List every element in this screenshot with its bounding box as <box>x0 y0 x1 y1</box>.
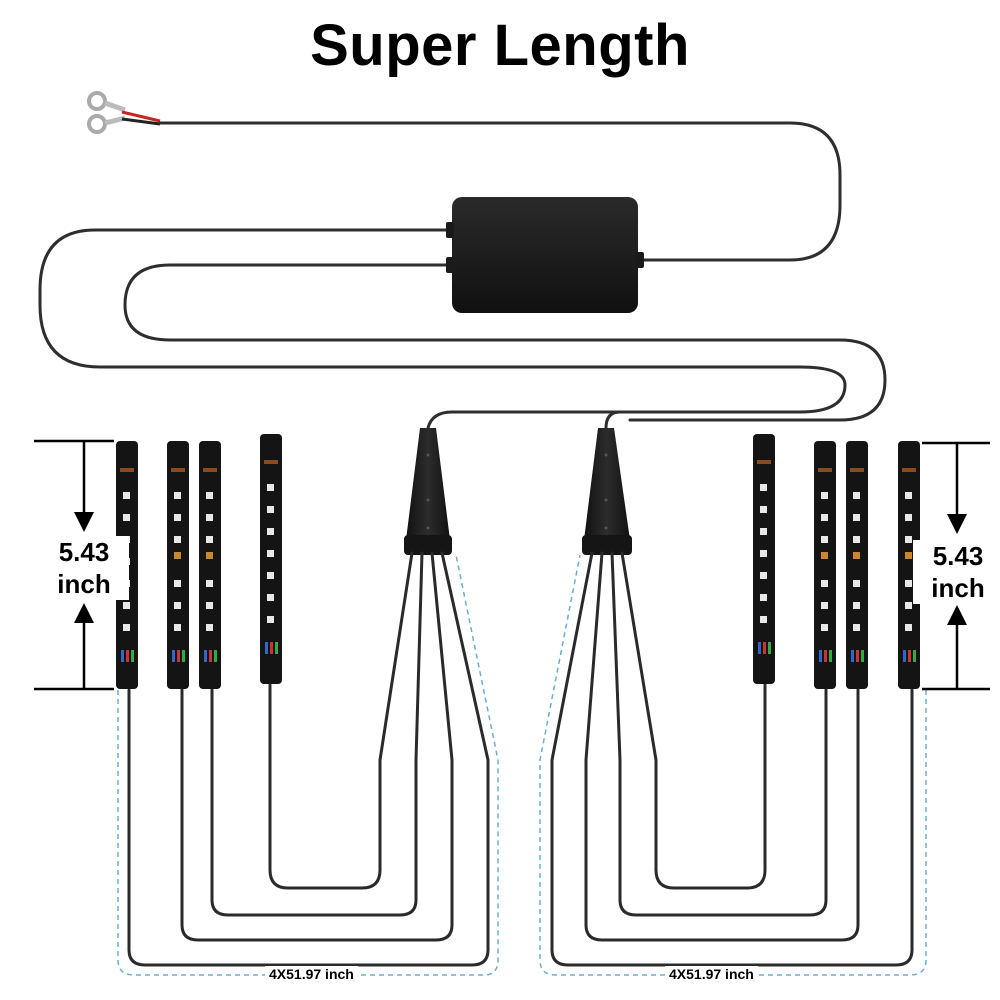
length-guides <box>117 554 927 976</box>
right-branch-cables <box>550 551 914 967</box>
cable-length-label-right: 4X51.97 inch <box>665 966 758 982</box>
ring-terminal-icon <box>87 91 107 111</box>
led-strip-8 <box>898 441 920 689</box>
led-strip-2 <box>167 441 189 689</box>
led-strips <box>116 434 920 689</box>
control-box <box>446 197 644 313</box>
arrow-up-icon <box>74 603 94 623</box>
led-strip-6 <box>814 441 836 689</box>
red-wire <box>121 110 161 123</box>
led-strip-7 <box>846 441 868 689</box>
strip-height-label-right: 5.43 inch <box>913 540 1000 604</box>
strip-height-label-left: 5.43 inch <box>39 536 129 600</box>
black-wire <box>121 117 161 126</box>
power-terminals <box>87 91 161 134</box>
strip-height-unit: inch <box>931 573 985 603</box>
arrow-up-icon <box>947 605 967 625</box>
splitter-right <box>582 428 632 555</box>
arrow-down-icon <box>74 512 94 532</box>
led-strip-5 <box>753 434 775 684</box>
ring-terminal-icon <box>87 114 107 134</box>
strip-height-value: 5.43 <box>58 537 110 567</box>
led-strip-4 <box>260 434 282 684</box>
led-strip-3 <box>199 441 221 689</box>
left-branch-cables <box>127 551 490 967</box>
dimension-right <box>922 441 990 691</box>
strip-height-unit: inch <box>57 569 111 599</box>
arrow-down-icon <box>947 514 967 534</box>
page-title: Super Length <box>310 13 690 78</box>
strip-height-value: 5.43 <box>932 541 984 571</box>
cable-length-label-left: 4X51.97 inch <box>265 966 358 982</box>
main-cable <box>38 121 887 430</box>
dimension-left <box>34 439 114 691</box>
splitter-left <box>404 428 452 555</box>
